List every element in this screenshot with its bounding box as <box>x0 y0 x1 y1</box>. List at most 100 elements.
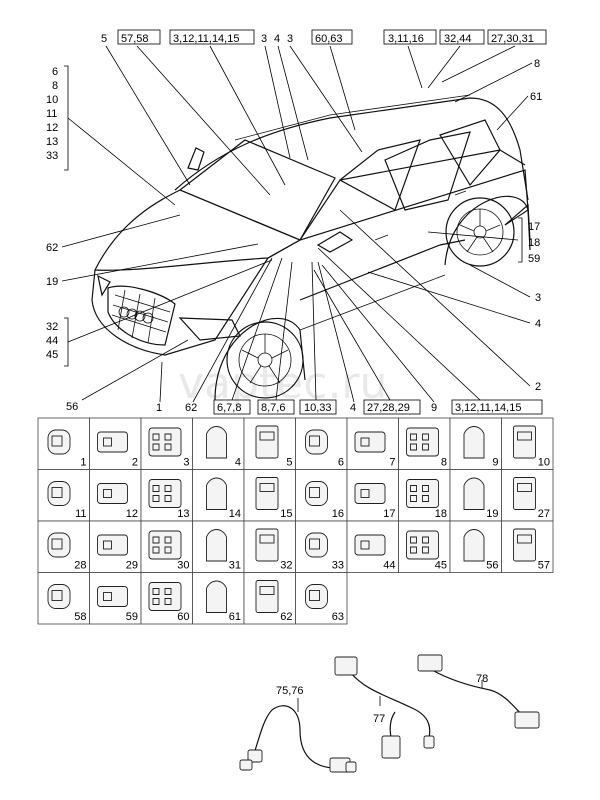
callout: 10 <box>46 94 58 106</box>
part-number: 18 <box>435 508 447 520</box>
callout: 62 <box>185 402 197 414</box>
callout: 57,58 <box>121 33 149 45</box>
part-cell-33: 33 <box>295 520 348 573</box>
part-number: 6 <box>338 457 344 469</box>
part-number: 56 <box>486 560 498 572</box>
callout: 44 <box>46 335 58 347</box>
harness-77: 77 <box>334 656 435 759</box>
callout: 77 <box>373 713 385 725</box>
part-cell-17: 17 <box>346 469 399 522</box>
part-cell-13: 13 <box>140 469 193 522</box>
part-number: 58 <box>74 611 86 623</box>
callout: 61 <box>530 91 542 103</box>
part-cell-31: 31 <box>192 520 245 573</box>
part-number: 29 <box>126 560 138 572</box>
callout: 59 <box>528 253 540 265</box>
part-cell-4: 4 <box>192 417 245 470</box>
part-number: 10 <box>538 457 550 469</box>
part-cell-11: 11 <box>37 469 90 522</box>
callouts-top: 5 57,58 3,12,11,14,15 3 4 3 60,63 3,11,1… <box>101 29 547 103</box>
part-number: 45 <box>435 560 447 572</box>
part-cell-12: 12 <box>89 469 142 522</box>
callout: 33 <box>46 150 58 162</box>
part-number: 14 <box>229 508 241 520</box>
part-number: 28 <box>74 560 86 572</box>
part-cell-1: 1 <box>37 417 90 470</box>
callout: 8 <box>534 58 540 70</box>
callout: 3,12,11,14,15 <box>455 402 521 414</box>
callout: 3 <box>535 292 541 304</box>
callout: 3,12,11,14,15 <box>173 33 239 45</box>
callout: 78 <box>476 673 488 685</box>
harness-75-76: 75,76 <box>239 685 357 773</box>
part-cell-6: 6 <box>295 417 348 470</box>
part-cell-5: 5 <box>243 417 296 470</box>
part-number: 7 <box>389 457 395 469</box>
part-cell-8: 8 <box>398 417 451 470</box>
part-number: 44 <box>383 560 395 572</box>
part-cell-60: 60 <box>140 572 193 625</box>
callouts-left: 6 8 10 11 12 13 33 62 19 32 44 45 56 <box>46 65 273 413</box>
callout: 45 <box>46 349 58 361</box>
callout: 8,7,6 <box>261 402 285 414</box>
callout: 4 <box>274 33 280 45</box>
callout: 3 <box>287 33 293 45</box>
part-cell-3: 3 <box>140 417 193 470</box>
callout: 60,63 <box>315 33 343 45</box>
part-number: 32 <box>280 560 292 572</box>
part-number: 57 <box>538 560 550 572</box>
part-cell-63: 63 <box>295 572 348 625</box>
car-illustration <box>91 94 531 401</box>
part-number: 12 <box>126 508 138 520</box>
callouts-right: 17 18 59 3 4 2 <box>339 209 541 393</box>
part-number: 63 <box>332 611 344 623</box>
part-number: 17 <box>383 508 395 520</box>
part-number: 60 <box>177 611 189 623</box>
part-cell-14: 14 <box>192 469 245 522</box>
callout: 32 <box>46 321 58 333</box>
part-cell-59: 59 <box>89 572 142 625</box>
part-number: 5 <box>286 457 292 469</box>
callout: 1 <box>156 402 162 414</box>
callout: 5 <box>101 33 107 45</box>
part-number: 1 <box>80 457 86 469</box>
part-cell-9: 9 <box>449 417 502 470</box>
part-cell-15: 15 <box>243 469 296 522</box>
part-cell-57: 57 <box>501 520 554 573</box>
callout: 18 <box>528 237 540 249</box>
part-cell-32: 32 <box>243 520 296 573</box>
callout: 3,11,16 <box>388 33 424 45</box>
part-cell-45: 45 <box>398 520 451 573</box>
callout: 10,33 <box>304 402 332 414</box>
callouts-bottom: 1 62 6,7,8 8,7,6 10,33 4 27,28,29 9 3,12… <box>156 247 543 415</box>
part-cell-18: 18 <box>398 469 451 522</box>
part-cell-7: 7 <box>346 417 399 470</box>
part-number: 15 <box>280 508 292 520</box>
callout: 62 <box>46 242 58 254</box>
part-cell-58: 58 <box>37 572 90 625</box>
part-number: 19 <box>486 508 498 520</box>
part-cell-62: 62 <box>243 572 296 625</box>
callout: 27,28,29 <box>367 402 410 414</box>
callout: 75,76 <box>276 685 304 697</box>
callout: 13 <box>46 136 58 148</box>
part-number: 30 <box>177 560 189 572</box>
callout: 19 <box>46 276 58 288</box>
callout: 6 <box>52 66 58 78</box>
part-cell-16: 16 <box>295 469 348 522</box>
part-number: 2 <box>132 457 138 469</box>
part-cell-29: 29 <box>89 520 142 573</box>
part-number: 8 <box>441 457 447 469</box>
callout: 11 <box>46 108 57 120</box>
part-cell-2: 2 <box>89 417 142 470</box>
leaders-top <box>105 45 533 196</box>
part-cell-61: 61 <box>192 572 245 625</box>
callout: 56 <box>66 401 78 413</box>
part-number: 3 <box>183 457 189 469</box>
part-cell-19: 19 <box>449 469 502 522</box>
part-number: 61 <box>229 611 241 623</box>
callout: 9 <box>431 402 437 414</box>
part-number: 33 <box>332 560 344 572</box>
part-cell-30: 30 <box>140 520 193 573</box>
